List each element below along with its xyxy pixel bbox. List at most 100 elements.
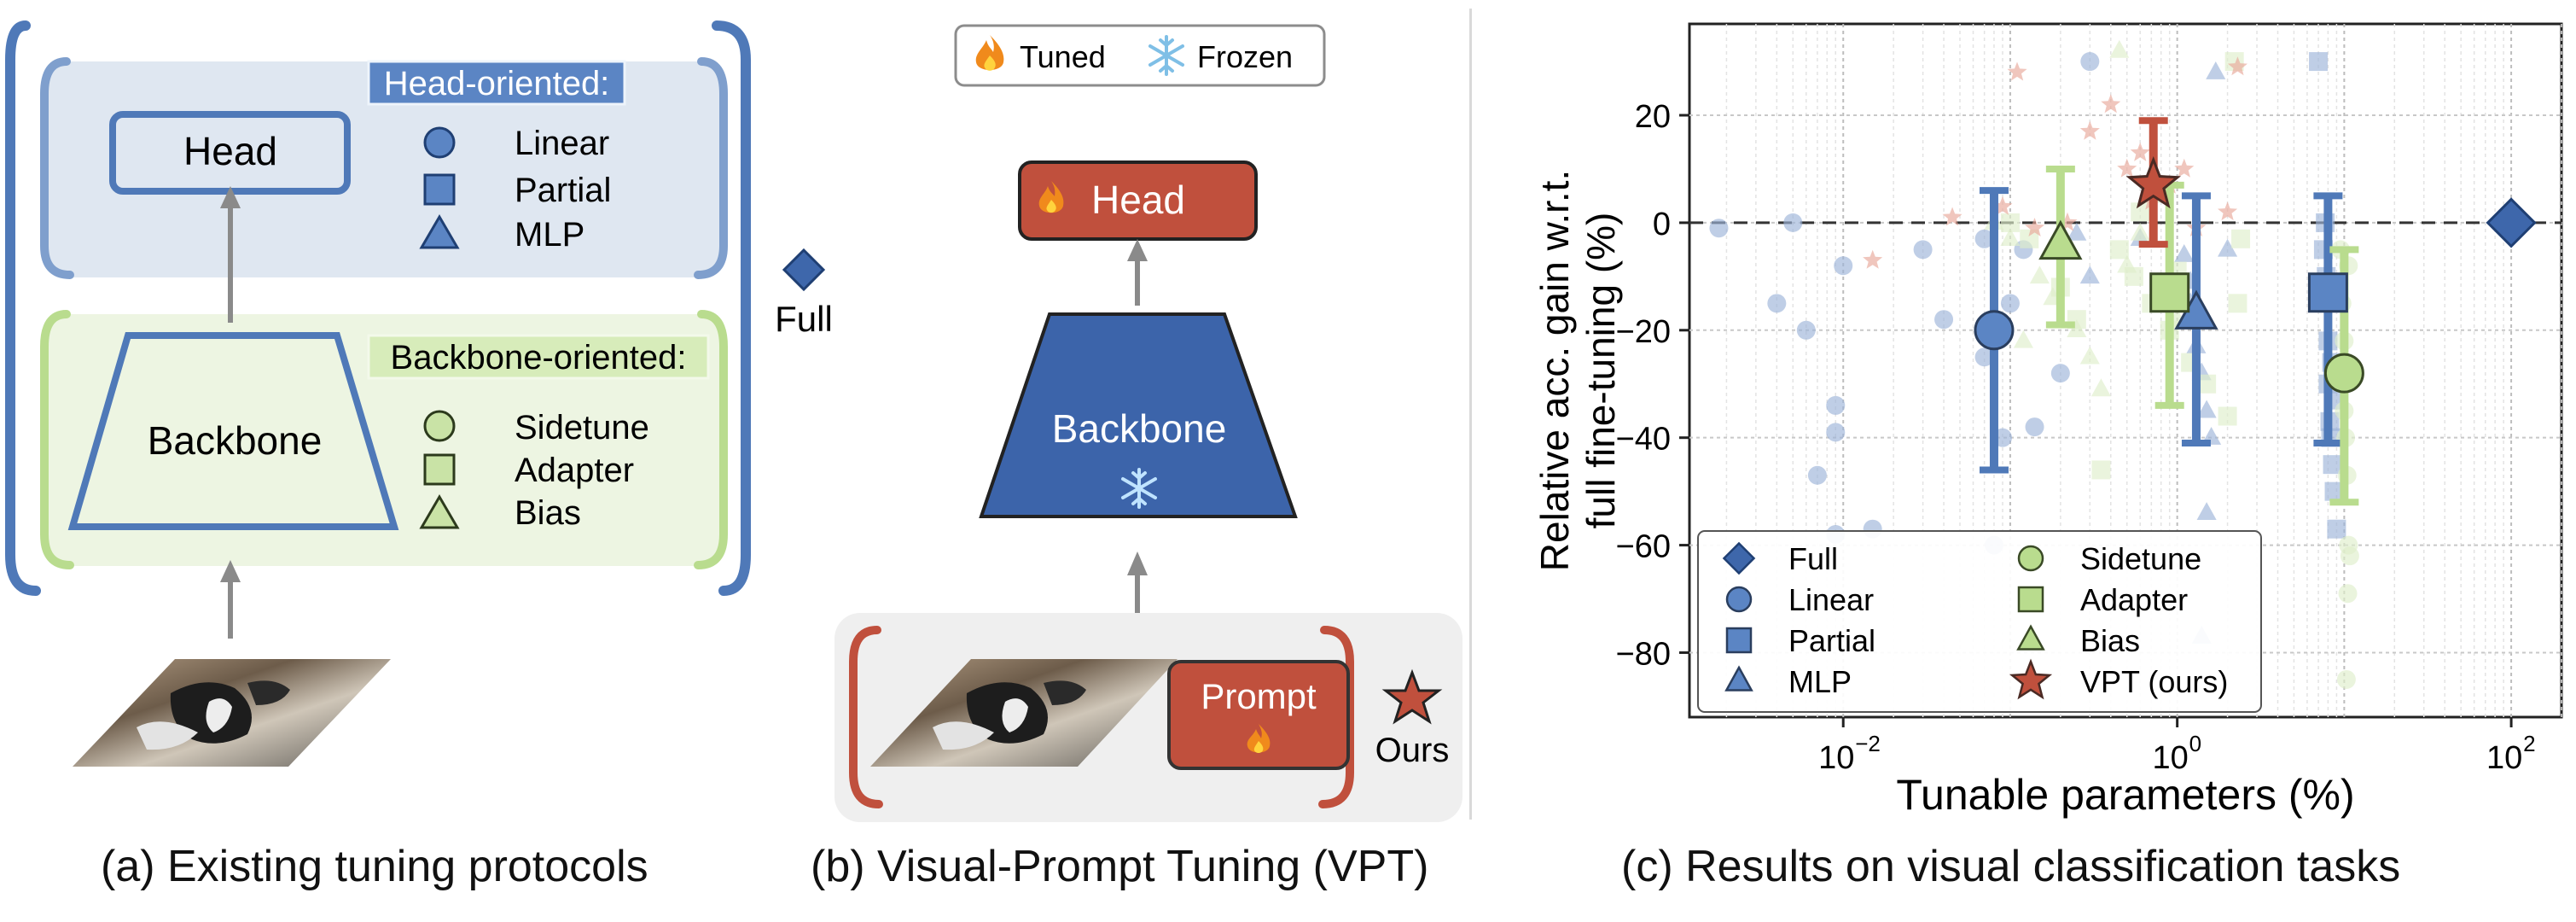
task-point — [1913, 240, 1933, 260]
vpt-head-label: Head — [1091, 178, 1185, 222]
backbone-method-sidetune: Sidetune — [515, 409, 649, 446]
legend-marker — [1725, 627, 1753, 654]
mean-marker — [2486, 197, 2537, 248]
task-point — [1863, 249, 1883, 269]
task-point — [2091, 460, 2111, 480]
panel-b: Tuned Frozen Head Backbone — [834, 24, 1462, 822]
arrow-head-icon — [220, 560, 241, 582]
mean-marker — [2323, 353, 2364, 394]
mean-marker — [2038, 219, 2083, 260]
task-point — [2174, 244, 2195, 262]
task-point — [2117, 254, 2137, 273]
ours-star-icon — [1381, 668, 1443, 725]
task-point — [2050, 364, 2070, 383]
task-point — [2227, 56, 2247, 76]
task-point — [1826, 423, 1846, 442]
task-point — [2196, 400, 2217, 418]
task-point — [2080, 52, 2100, 72]
task-point — [2117, 158, 2137, 178]
full-diamond-icon — [782, 248, 826, 292]
legend-marker — [2009, 658, 2053, 700]
vpt-backbone-trapezoid — [979, 312, 1298, 518]
caption-c: (c) Results on visual classification tas… — [1621, 842, 2401, 891]
head-method-partial: Partial — [515, 172, 611, 209]
arrow-head-icon — [1127, 239, 1148, 261]
task-point — [2079, 346, 2100, 365]
arrow-head-icon — [1127, 551, 1148, 575]
task-point — [2206, 61, 2226, 79]
task-point — [2174, 158, 2195, 178]
legend-label: Sidetune — [2080, 541, 2201, 576]
y-tick-label: −80 — [1616, 636, 1671, 672]
task-point — [2109, 39, 2130, 58]
snowflake-icon — [1148, 35, 1184, 76]
task-point — [2067, 222, 2087, 241]
legend-marker — [2016, 624, 2045, 651]
linear-circle-icon — [423, 126, 456, 159]
backbone-method-adapter: Adapter — [515, 452, 634, 489]
y-tick-label: 0 — [1653, 207, 1671, 242]
task-point — [1767, 294, 1787, 313]
legend-tuned: Tuned — [1020, 39, 1106, 74]
y-tick-label: −20 — [1616, 314, 1671, 350]
y-tick-label: −60 — [1616, 529, 1671, 565]
head-region-right-bracket — [694, 57, 728, 279]
tuned-frozen-legend — [954, 24, 1326, 87]
head-oriented-title-box — [367, 60, 626, 106]
task-point — [1783, 213, 1803, 232]
fire-icon — [975, 35, 1004, 71]
adapter-square-icon — [423, 453, 456, 486]
task-point — [2218, 406, 2237, 426]
legend-label: Partial — [1788, 623, 1875, 658]
task-point — [2323, 455, 2342, 475]
backbone-region-left-bracket — [40, 310, 74, 569]
x-tick-exponent: −2 — [1855, 731, 1881, 756]
backbone-label: Backbone — [148, 418, 323, 463]
task-point — [1826, 395, 1846, 415]
task-point — [2130, 222, 2150, 241]
caption-b: (b) Visual-Prompt Tuning (VPT) — [811, 842, 1429, 891]
task-point — [1834, 256, 1853, 276]
mean-marker — [2307, 272, 2348, 313]
mean-marker — [2125, 155, 2181, 209]
vpt-head-box — [1018, 160, 1258, 241]
task-point — [2340, 546, 2359, 566]
legend-marker — [2017, 586, 2044, 613]
legend-marker — [2017, 545, 2044, 572]
legend-marker — [1724, 665, 1753, 692]
task-point — [2029, 266, 2050, 284]
mean-marker — [2149, 272, 2190, 313]
task-point — [2007, 61, 2027, 81]
x-tick-label: 10 — [2153, 740, 2189, 776]
task-point — [1974, 229, 1994, 248]
legend-label: Bias — [2080, 623, 2140, 658]
legend-label: Linear — [1788, 582, 1874, 617]
vpt-backbone-label: Backbone — [1052, 406, 1227, 451]
task-point — [2131, 202, 2150, 222]
x-tick-label: 10 — [2486, 740, 2522, 776]
task-point — [1709, 219, 1729, 238]
chart-legend: FullLinearPartialMLPSidetuneAdapterBiasV… — [1697, 530, 2262, 713]
bias-triangle-icon — [419, 494, 460, 529]
task-point — [2067, 319, 2087, 338]
task-point — [2338, 584, 2358, 604]
task-point — [1807, 465, 1827, 485]
panel-a: Head Backbone Head-oriented: Linear Part… — [4, 20, 833, 767]
backbone-oriented-title: Backbone-oriented: — [391, 339, 687, 376]
task-point — [2218, 201, 2238, 221]
task-point — [2013, 330, 2033, 348]
head-method-linear: Linear — [515, 125, 609, 162]
task-point — [1934, 310, 1954, 330]
full-label: Full — [775, 299, 833, 339]
y-tick-label: 20 — [1635, 99, 1671, 135]
task-point — [2197, 374, 2217, 394]
task-point — [2109, 240, 2129, 260]
dog-image — [73, 659, 391, 767]
x-tick-exponent: 0 — [2189, 731, 2201, 756]
legend-label: Full — [1788, 541, 1838, 576]
legend-label: Adapter — [2080, 582, 2188, 617]
ours-label: Ours — [1375, 732, 1450, 769]
fire-icon — [1247, 724, 1271, 753]
panel-separator — [1469, 9, 1472, 820]
